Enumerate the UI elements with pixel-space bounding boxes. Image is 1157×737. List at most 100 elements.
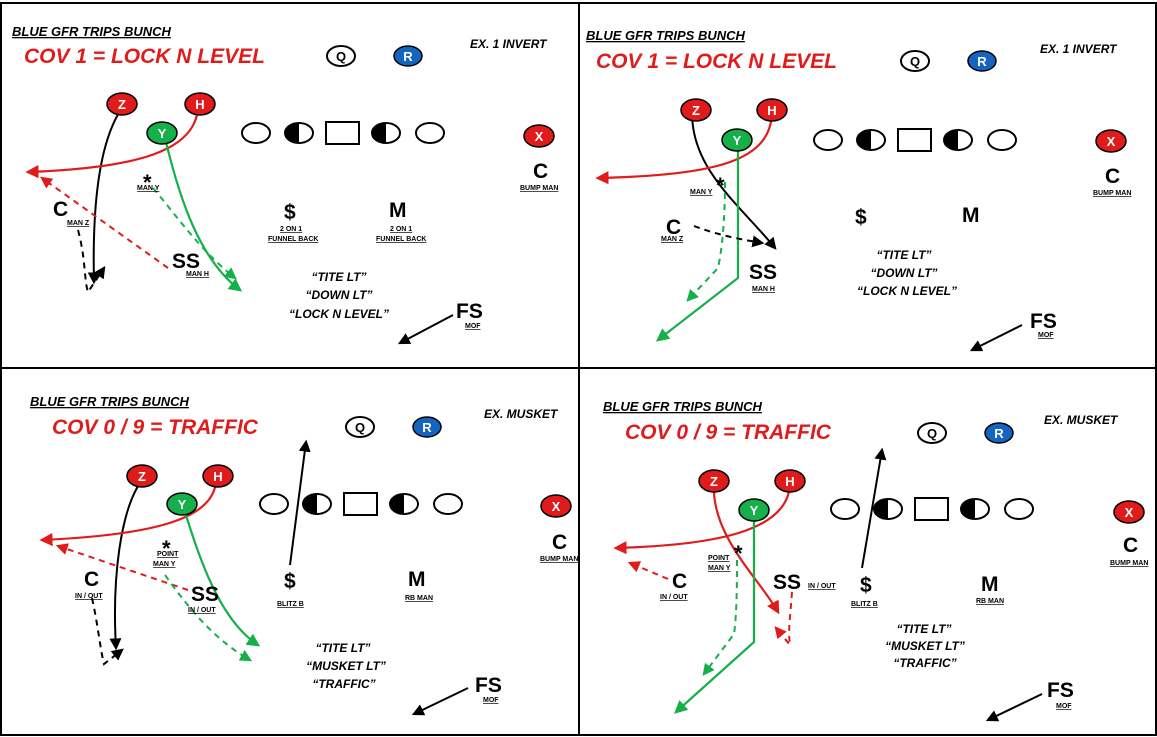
defender-m: MRB MAN xyxy=(976,573,1004,605)
svg-text:BUMP MAN: BUMP MAN xyxy=(1093,190,1131,197)
svg-text:“LOCK N LEVEL”: “LOCK N LEVEL” xyxy=(857,284,957,298)
svg-text:“TITE LT”: “TITE LT” xyxy=(896,622,951,636)
call-list: “TITE LT” “DOWN LT” “LOCK N LEVEL” xyxy=(289,270,389,321)
fs-arrow xyxy=(969,324,1023,352)
offensive-line xyxy=(241,121,445,145)
svg-text:FS: FS xyxy=(475,674,502,697)
fs-arrow xyxy=(397,314,454,345)
defender-m: M xyxy=(962,204,980,227)
svg-text:Q: Q xyxy=(336,49,346,64)
player-z: Z xyxy=(106,92,138,116)
player-z: Z xyxy=(698,469,730,493)
svg-text:RB MAN: RB MAN xyxy=(405,595,433,602)
defender-dollar: $ BLITZ B xyxy=(851,574,878,608)
svg-text:Z: Z xyxy=(692,103,700,118)
svg-text:SS: SS xyxy=(773,571,801,594)
svg-text:2 ON 1: 2 ON 1 xyxy=(390,226,412,233)
svg-text:FS: FS xyxy=(456,300,483,323)
svg-text:M: M xyxy=(389,199,407,222)
svg-text:“DOWN LT”: “DOWN LT” xyxy=(870,266,937,280)
svg-text:C: C xyxy=(1123,534,1138,557)
svg-text:BLITZ B: BLITZ B xyxy=(277,601,304,608)
svg-text:$: $ xyxy=(860,574,872,597)
fs-arrow xyxy=(985,693,1043,722)
player-q: Q xyxy=(917,422,947,444)
player-h: H xyxy=(202,464,234,488)
route-y xyxy=(183,511,261,647)
player-y: Y xyxy=(738,498,770,522)
svg-text:C: C xyxy=(666,216,681,239)
svg-text:MAN Z: MAN Z xyxy=(67,220,90,227)
svg-text:MAN H: MAN H xyxy=(752,286,775,293)
svg-text:“TITE LT”: “TITE LT” xyxy=(315,641,370,655)
svg-text:C: C xyxy=(53,198,68,221)
route-h xyxy=(613,483,792,555)
example-label: EX. 1 INVERT xyxy=(470,37,548,51)
svg-text:BLITZ B: BLITZ B xyxy=(851,601,878,608)
panel-bottom-right: BLUE GFR TRIPS BUNCH COV 0 / 9 = TRAFFIC… xyxy=(603,399,1148,722)
route-z xyxy=(691,112,777,250)
coverage-ss xyxy=(774,591,793,649)
svg-text:“MUSKET LT”: “MUSKET LT” xyxy=(306,659,386,673)
svg-text:BUMP MAN: BUMP MAN xyxy=(520,185,558,192)
formation-title: BLUE GFR TRIPS BUNCH xyxy=(12,24,172,39)
formation-title: BLUE GFR TRIPS BUNCH xyxy=(30,394,190,409)
svg-text:Y: Y xyxy=(733,133,742,148)
svg-text:FS: FS xyxy=(1030,310,1057,333)
player-z: Z xyxy=(126,464,158,488)
svg-text:Z: Z xyxy=(710,474,718,489)
svg-text:MAN Y: MAN Y xyxy=(153,561,176,568)
player-r: R xyxy=(412,416,442,438)
svg-text:“TITE LT”: “TITE LT” xyxy=(311,270,366,284)
svg-text:MAN Y: MAN Y xyxy=(137,185,160,192)
svg-text:MAN Z: MAN Z xyxy=(661,236,684,243)
route-z xyxy=(109,479,143,651)
svg-text:H: H xyxy=(767,103,776,118)
svg-text:SS: SS xyxy=(191,583,219,606)
svg-text:H: H xyxy=(195,97,204,112)
svg-text:Q: Q xyxy=(910,54,920,69)
svg-text:*: * xyxy=(734,541,743,566)
svg-text:MOF: MOF xyxy=(483,697,499,704)
svg-text:BUMP MAN: BUMP MAN xyxy=(540,556,578,563)
offensive-line xyxy=(830,497,1034,521)
example-label: EX. 1 INVERT xyxy=(1040,42,1118,56)
svg-text:2 ON 1: 2 ON 1 xyxy=(280,226,302,233)
coverage-title: COV 0 / 9 = TRAFFIC xyxy=(625,421,832,444)
svg-text:C: C xyxy=(672,570,687,593)
svg-text:Z: Z xyxy=(118,97,126,112)
svg-text:X: X xyxy=(1125,505,1134,520)
svg-text:FS: FS xyxy=(1047,679,1074,702)
svg-text:SS: SS xyxy=(749,261,777,284)
svg-text:FUNNEL BACK: FUNNEL BACK xyxy=(376,236,426,243)
player-y: Y xyxy=(146,121,178,145)
svg-text:IN / OUT: IN / OUT xyxy=(660,594,688,601)
svg-text:*: * xyxy=(143,170,152,195)
route-z xyxy=(87,107,123,285)
svg-text:M: M xyxy=(981,573,999,596)
svg-text:Y: Y xyxy=(158,126,167,141)
coverage-star xyxy=(686,181,726,302)
player-h: H xyxy=(756,98,788,122)
svg-text:X: X xyxy=(1107,134,1116,149)
svg-text:C: C xyxy=(1105,165,1120,188)
svg-text:IN / OUT: IN / OUT xyxy=(75,593,103,600)
route-z xyxy=(712,491,780,615)
player-r: R xyxy=(967,50,997,72)
player-x: X xyxy=(540,494,572,518)
svg-text:X: X xyxy=(552,499,561,514)
svg-text:Z: Z xyxy=(138,469,146,484)
blitz-arrow xyxy=(289,439,311,566)
panel-top-left: BLUE GFR TRIPS BUNCH COV 1 = LOCK N LEVE… xyxy=(12,24,558,345)
route-h xyxy=(595,112,774,185)
